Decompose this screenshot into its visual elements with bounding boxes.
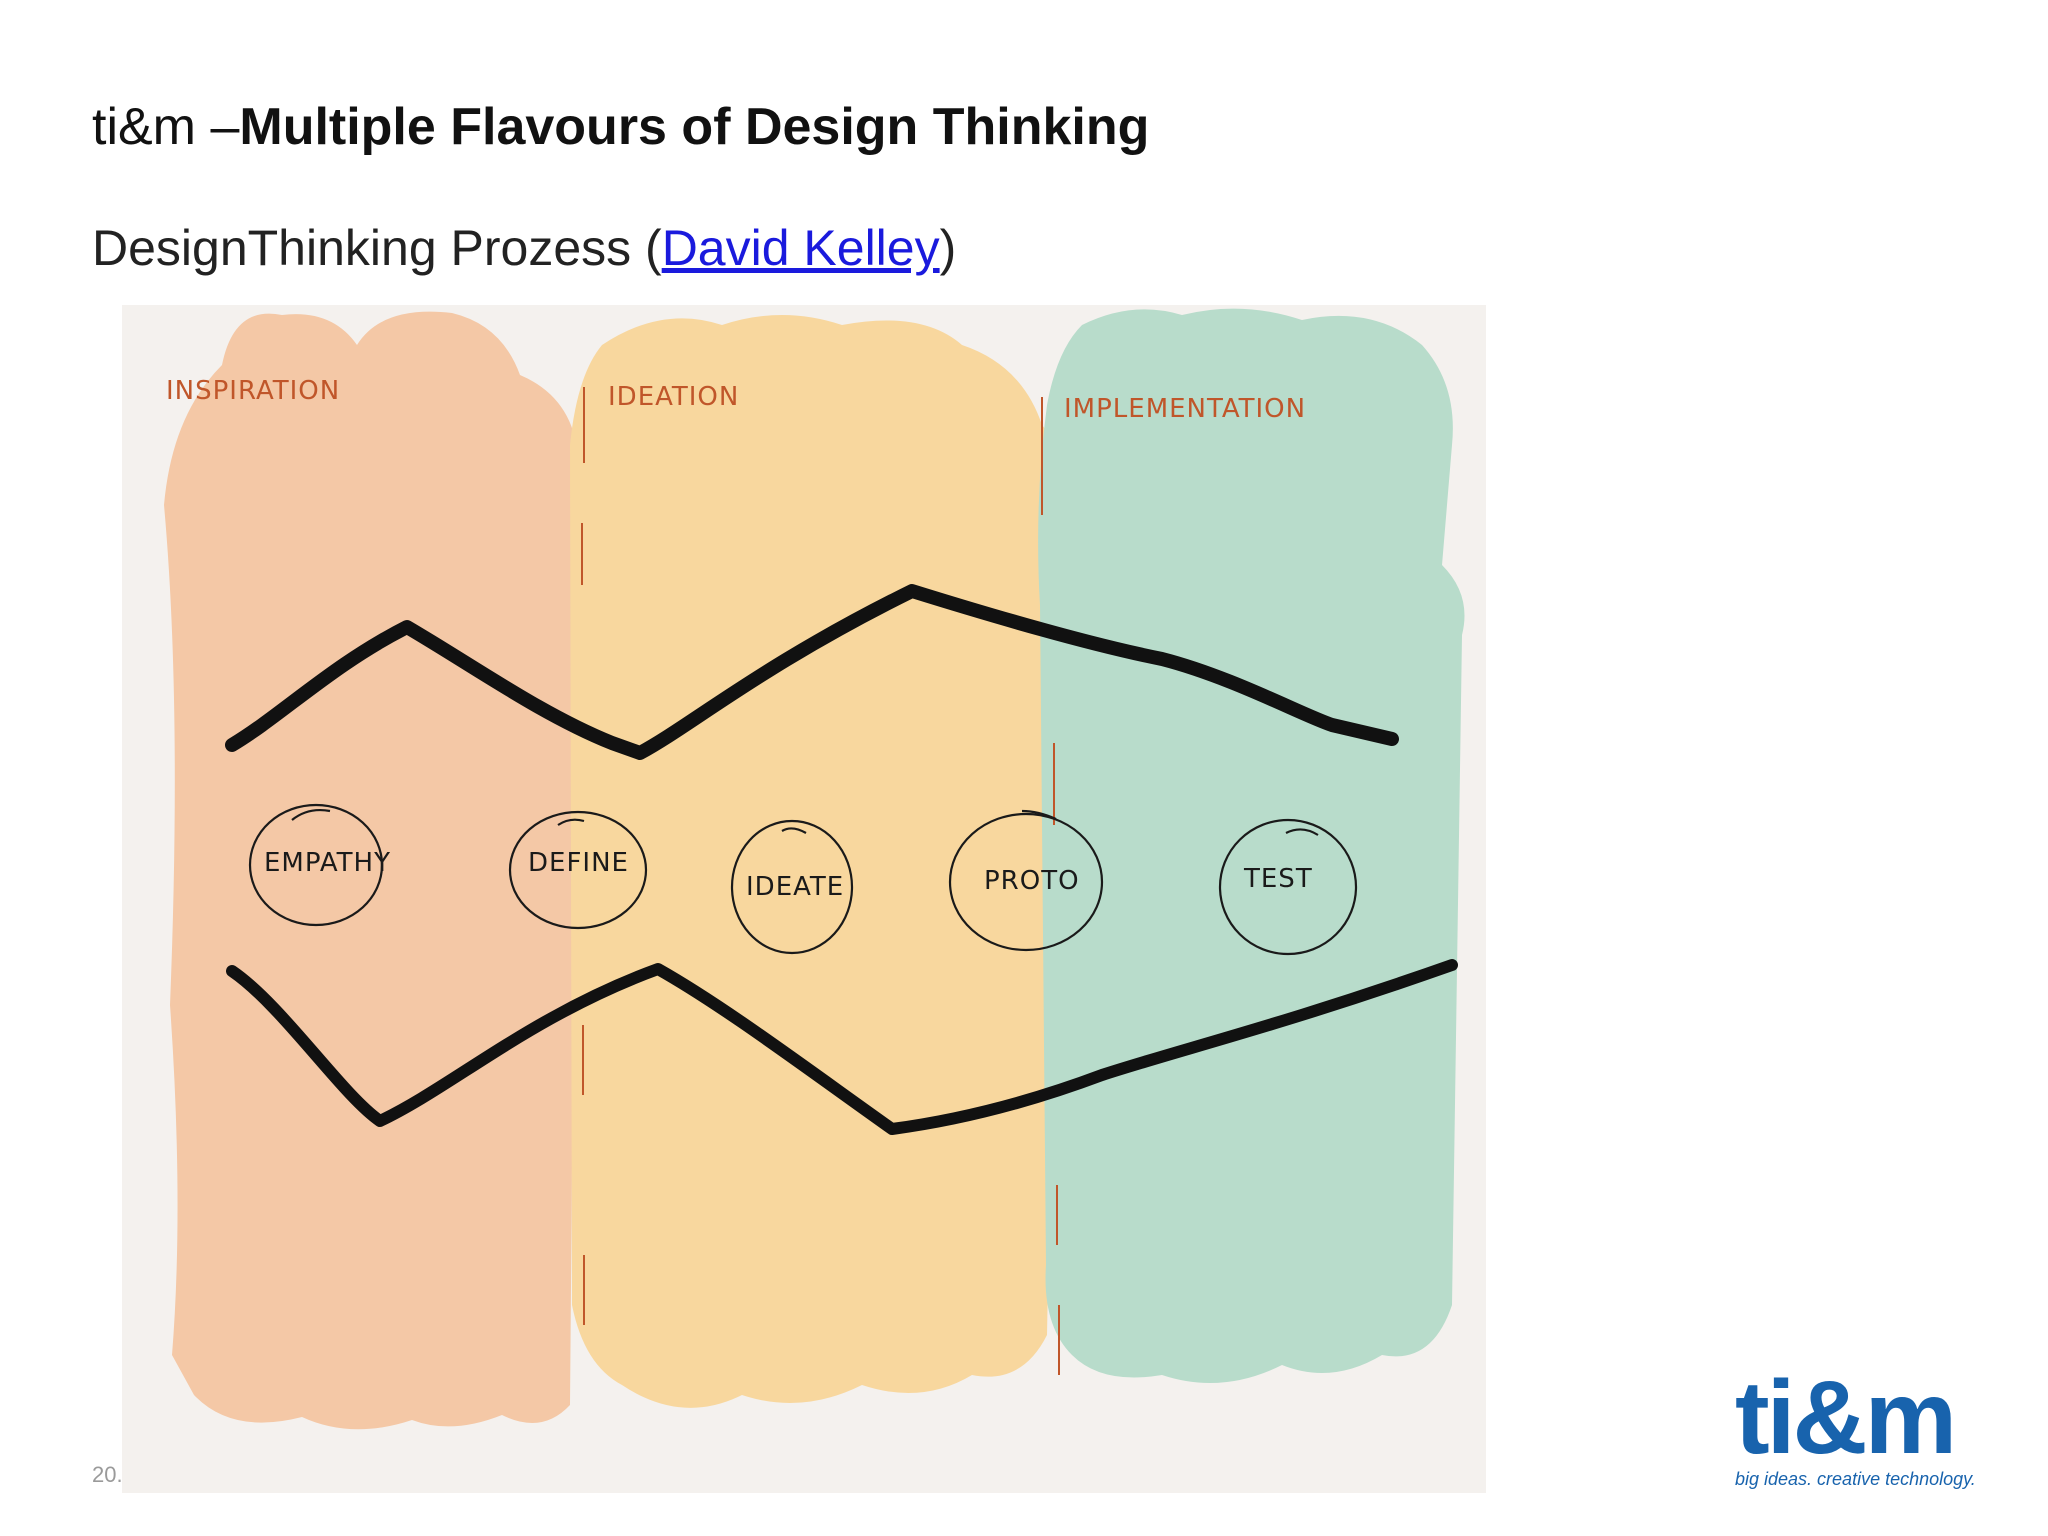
phase-label-implementation: IMPLEMENTATION	[1064, 394, 1306, 424]
ideation-area	[570, 315, 1064, 1408]
step-circle-empathy	[248, 803, 384, 927]
phase-label-ideation: IDEATION	[608, 382, 739, 412]
phase-dividers	[581, 387, 1060, 1375]
logo-tagline: big ideas. creative technology.	[1735, 1469, 1976, 1489]
step-label-define: DEFINE	[528, 848, 629, 878]
subtitle-close: )	[939, 220, 957, 276]
step-circle-define	[508, 810, 648, 930]
title-bold: Multiple Flavours of Design Thinking	[239, 98, 1150, 156]
sketch-svg: INSPIRATION IDEATION IMPLEMENTATION	[164, 308, 1465, 1430]
tim-logo: ti&m big ideas. creative technology.	[1735, 1360, 1985, 1490]
subtitle-text: DesignThinking Prozess (	[92, 220, 662, 276]
phase-label-inspiration: INSPIRATION	[166, 376, 340, 406]
title-prefix: ti&m –	[92, 98, 240, 156]
step-label-proto: PROTO	[984, 866, 1080, 896]
step-circle-test	[1218, 818, 1358, 956]
step-circle-ideate	[730, 819, 854, 955]
step-circles	[248, 803, 1358, 956]
slide-title: ti&m –Multiple Flavours of Design Thinki…	[92, 92, 1149, 162]
implementation-area	[1038, 308, 1465, 1384]
logo-wordmark: ti&m	[1735, 1360, 1957, 1476]
slide-subtitle: DesignThinking Prozess (David Kelley)	[92, 215, 956, 281]
david-kelley-link[interactable]: David Kelley	[661, 220, 940, 276]
step-label-empathy: EMPATHY	[264, 848, 391, 878]
page-number: 20.	[92, 1462, 123, 1487]
step-label-test: TEST	[1243, 864, 1313, 894]
step-label-ideate: IDEATE	[746, 872, 844, 902]
lower-converge-diverge-line	[226, 959, 1458, 1135]
inspiration-area	[164, 311, 578, 1430]
design-thinking-sketch: INSPIRATION IDEATION IMPLEMENTATION	[122, 305, 1486, 1493]
upper-converge-diverge-line	[225, 584, 1399, 760]
step-circle-proto	[948, 812, 1104, 952]
